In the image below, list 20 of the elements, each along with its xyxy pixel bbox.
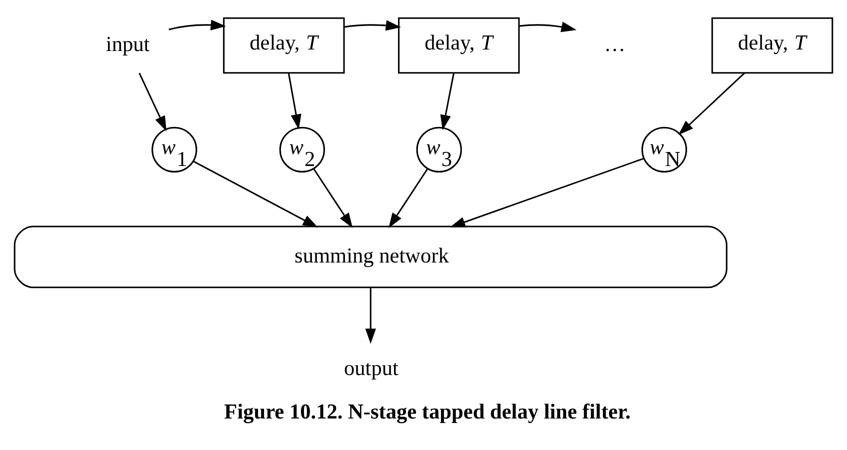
arrow [313,168,353,228]
arrow [138,72,167,132]
arrow [440,72,455,130]
node-box: summing network [14,226,728,288]
node-box: delay, T [398,17,520,74]
arrow [288,72,302,130]
node-text: input [106,32,150,56]
arrow [450,158,644,228]
arrow [344,20,402,31]
node-text: output [344,356,398,380]
arrow [365,288,376,344]
arrow [192,160,318,228]
node-box: delay, T [711,17,834,74]
arrow [519,22,577,32]
node-text: … [604,32,626,56]
arrow [168,20,226,30]
caption: Figure 10.12. N-stage tapped delay line filter. [224,400,631,424]
arrow [678,72,745,136]
arrow [388,168,428,228]
node-box: delay, T [223,17,345,74]
